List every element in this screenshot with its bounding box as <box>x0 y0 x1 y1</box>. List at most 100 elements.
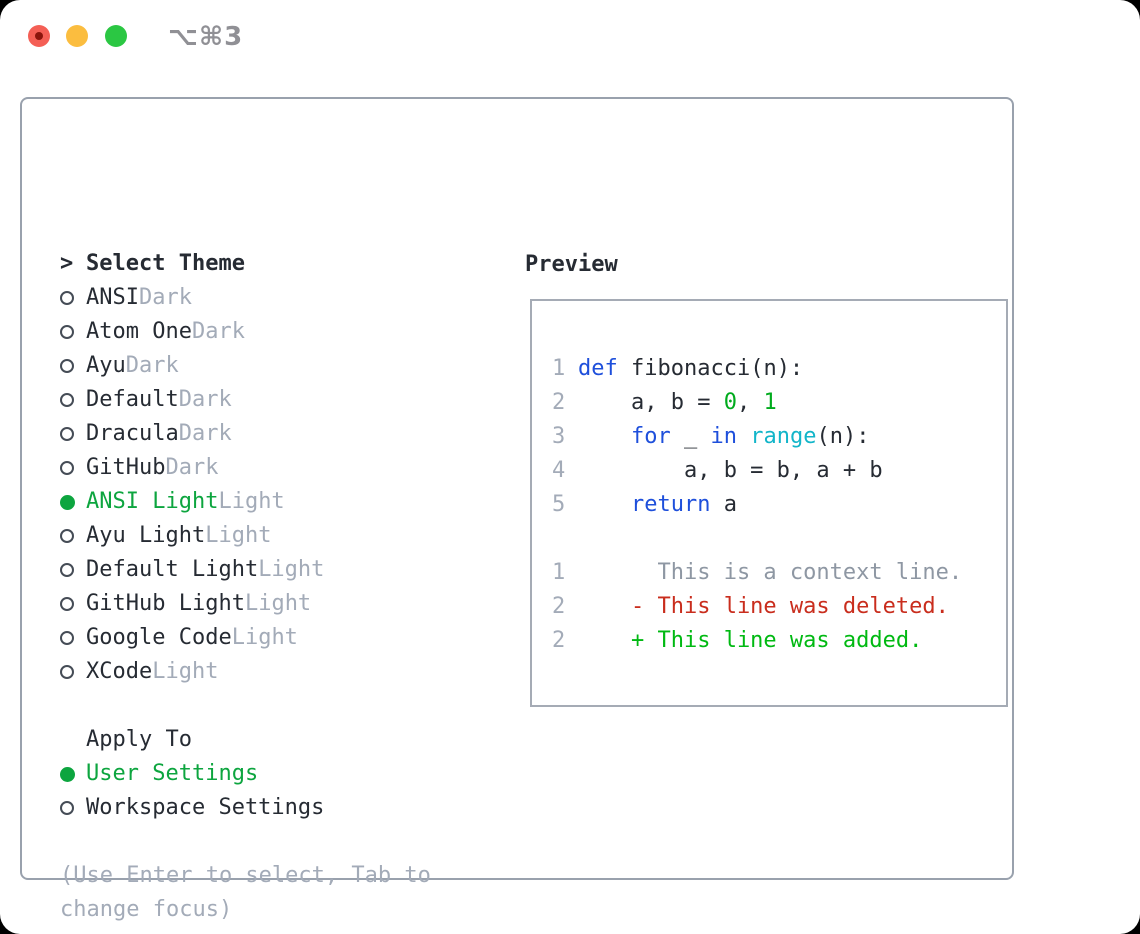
radio-icon <box>60 325 74 339</box>
line-number: 4 <box>552 458 566 483</box>
option-label: Default Light <box>86 557 259 582</box>
code-token: def <box>578 356 618 381</box>
option-tag: Dark <box>178 421 232 446</box>
diff-text: This is a context line. <box>578 560 963 585</box>
close-button[interactable] <box>28 25 50 47</box>
help-text-line-2: change focus) <box>60 897 233 922</box>
option-label: User Settings <box>86 761 259 786</box>
theme-option-github-light[interactable]: GitHub Light Light <box>60 587 431 621</box>
code-line: 4 a, b = b, a + b <box>552 454 1006 488</box>
bullet-column <box>60 359 86 373</box>
line-number: 1 <box>552 560 566 585</box>
bullet-column <box>60 597 86 611</box>
option-tag: Light <box>152 659 219 684</box>
apply-to-header: Apply To <box>60 723 431 757</box>
option-label: Dracula <box>86 421 179 446</box>
theme-option-dracula[interactable]: Dracula Dark <box>60 417 431 451</box>
option-label: Ayu <box>86 353 126 378</box>
theme-option-atom-one[interactable]: Atom One Dark <box>60 315 431 349</box>
diff-text: + This line was added. <box>578 628 923 653</box>
diff-line-deleted: 2 - This line was deleted. <box>552 590 1006 624</box>
option-tag: Dark <box>138 285 192 310</box>
option-label: Google Code <box>86 625 232 650</box>
theme-option-xcode[interactable]: XCode Light <box>60 655 431 689</box>
theme-option-github[interactable]: GitHub Dark <box>60 451 431 485</box>
option-label: GitHub Light <box>86 591 245 616</box>
code-token: 0 <box>723 390 737 415</box>
bullet-column <box>60 393 86 407</box>
apply-option-workspace-settings[interactable]: Workspace Settings <box>60 791 431 825</box>
code-token <box>578 492 631 517</box>
theme-option-default[interactable]: Default Dark <box>60 383 431 417</box>
preview-title: Preview <box>525 252 618 277</box>
bullet-column <box>60 563 86 577</box>
radio-icon <box>60 801 74 815</box>
theme-option-ansi[interactable]: ANSI Dark <box>60 281 431 315</box>
radio-icon <box>60 291 74 305</box>
option-tag: Light <box>244 591 312 616</box>
bullet-column <box>60 291 86 305</box>
line-number: 5 <box>552 492 566 517</box>
bullet-column <box>60 665 86 679</box>
bullet-column <box>60 529 86 543</box>
code-token: fibonacci(n): <box>617 356 804 381</box>
radio-icon <box>60 461 74 475</box>
theme-option-ansi-light[interactable]: ANSI Light Light <box>60 485 431 519</box>
theme-option-ayu[interactable]: Ayu Dark <box>60 349 431 383</box>
radio-selected-icon <box>60 766 75 782</box>
option-tag: Dark <box>178 387 232 412</box>
code-token <box>737 424 750 449</box>
code-token: 1 <box>763 390 777 415</box>
line-number: 3 <box>552 424 566 449</box>
radio-icon <box>60 393 74 407</box>
help-text-line-1: (Use Enter to select, Tab to <box>60 863 431 888</box>
apply-option-user-settings[interactable]: User Settings <box>60 757 431 791</box>
code-token: _ <box>670 424 711 449</box>
unsaved-dot-icon <box>35 32 43 40</box>
option-label: XCode <box>86 659 153 684</box>
theme-option-ayu-light[interactable]: Ayu Light Light <box>60 519 431 553</box>
zoom-button[interactable] <box>105 25 127 47</box>
diff-line-added: 2 + This line was added. <box>552 624 1006 658</box>
code-token: a <box>710 492 737 517</box>
spacer <box>60 825 431 859</box>
option-tag: Dark <box>191 319 245 344</box>
option-tag: Light <box>231 625 298 650</box>
radio-icon <box>60 665 74 679</box>
option-label: GitHub <box>86 455 166 480</box>
bullet-column <box>60 461 86 475</box>
spacer <box>60 689 431 723</box>
code-token: a, b = <box>578 390 724 415</box>
line-number: 2 <box>552 628 566 653</box>
minimize-button[interactable] <box>66 25 88 47</box>
code-token: , <box>736 390 764 415</box>
option-label: Atom One <box>86 319 192 344</box>
window-title: ⌥⌘3 <box>168 22 244 52</box>
option-tag: Dark <box>165 455 219 480</box>
radio-icon <box>60 597 74 611</box>
bullet-column <box>60 427 86 441</box>
radio-selected-icon <box>60 494 75 510</box>
option-tag: Light <box>258 557 325 582</box>
diff-text: - This line was deleted. <box>578 594 949 619</box>
theme-option-google-code[interactable]: Google Code Light <box>60 621 431 655</box>
option-label: Default <box>86 387 179 412</box>
select-theme-title: Select Theme <box>86 251 245 276</box>
theme-option-default-light[interactable]: Default Light Light <box>60 553 431 587</box>
radio-icon <box>60 631 74 645</box>
bullet-column <box>60 325 86 339</box>
option-tag: Light <box>205 523 272 548</box>
radio-icon <box>60 359 74 373</box>
option-tag: Light <box>218 489 285 514</box>
select-theme-header: > Select Theme <box>60 247 431 281</box>
option-label: Workspace Settings <box>86 795 325 820</box>
bullet-column <box>60 631 86 645</box>
option-label: Ayu Light <box>86 523 206 548</box>
focus-caret-icon: > <box>60 251 74 276</box>
